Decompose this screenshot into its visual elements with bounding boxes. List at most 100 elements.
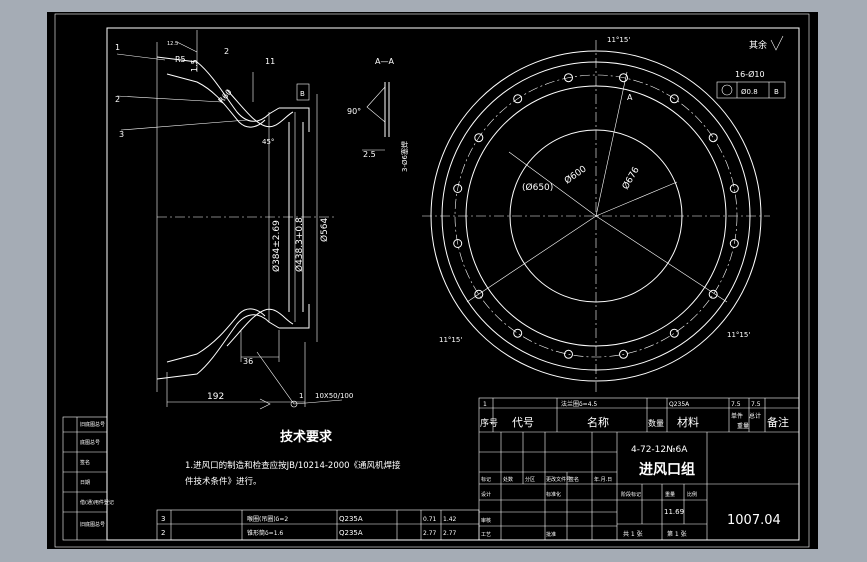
appr-count: 处数 — [503, 476, 513, 483]
callout-1: 1 — [115, 43, 120, 52]
title-block: 1 法兰圈δ=4.5 Q235A 7.5 7.5 序号 代号 名称 数量 材料 … — [478, 397, 800, 541]
appr-sign: 签名 — [569, 476, 579, 483]
bolt-hole-icon — [729, 239, 739, 248]
datum-b-icon — [296, 83, 310, 101]
dim-angle-left: 11°15' — [439, 336, 462, 344]
side-view: 1 2 3 R5 1.5 2 11 R60 45° 36 192 Ø384±2.… — [115, 30, 353, 410]
bolt-hole-icon — [564, 349, 573, 359]
appr-file: 更改文件号 — [546, 476, 571, 483]
hdr-total: 总计 — [749, 412, 761, 420]
hdr-weight: 重量 — [737, 422, 749, 430]
section-dim-90: 90° — [347, 107, 361, 116]
hdr-material: 材料 — [677, 415, 699, 429]
hdr-single: 单件 — [731, 412, 743, 420]
appr-review: 审核 — [481, 517, 491, 524]
part-code: 1007.04 — [727, 513, 781, 528]
bom-table: 3 喉圈(吊圈)δ=2 Q235A 0.71 1.42 2 锥形筒δ=1.6 Q… — [156, 509, 480, 541]
bom-w1-2: 2.77 — [423, 530, 437, 537]
appr-date: 年.月.日 — [594, 476, 612, 483]
appr-std: 标准化 — [546, 491, 561, 498]
bolt-hole-icon — [708, 289, 718, 299]
roughness-icon — [770, 35, 784, 51]
bolt-hole-icon — [619, 73, 628, 83]
position-tolerance-icon — [721, 84, 733, 96]
bom-seq-3: 3 — [161, 515, 165, 523]
drawing-sheet: 旧底图总号 底图总号 签名 日期 借(通)用件登记 旧底图总号 — [47, 12, 818, 549]
dim-650: (Ø650) — [522, 182, 553, 193]
strip-label-1: 旧底图总号 — [80, 421, 105, 428]
roughness-value: 12.5 — [167, 41, 178, 47]
appr-mark: 标记 — [481, 476, 491, 483]
part-name: 进风口组 — [639, 461, 695, 478]
appr-approve: 批准 — [546, 531, 556, 538]
dim-384: Ø384±2.69 — [271, 220, 282, 272]
bom-name-3: 喉圈(吊圈)δ=2 — [247, 515, 288, 523]
appr-design: 设计 — [481, 491, 491, 498]
strip-label-6: 旧底图总号 — [80, 521, 105, 528]
tolerance-datum: B — [774, 88, 779, 96]
roughness-note: 其余 — [749, 39, 767, 51]
outer-border — [54, 13, 810, 548]
bom-name-1: 法兰圈δ=4.5 — [561, 400, 597, 408]
hdr-qty: 数量 — [648, 418, 664, 428]
left-strip: 旧底图总号 底图总号 签名 日期 借(通)用件登记 旧底图总号 — [62, 416, 114, 541]
part-model: 4-72-12№6A — [631, 445, 688, 455]
bom-seq-2: 2 — [161, 529, 165, 537]
technical-requirements: 技术要求 1.进风口的制造和检查应按JB/10214-2000《通风机焊接 件技… — [185, 429, 401, 487]
bolt-hole-icon — [729, 184, 739, 193]
dim-438: Ø438.3+0.8 — [294, 217, 305, 272]
dim-564: Ø564 — [319, 217, 330, 242]
dim-11: 11 — [265, 57, 275, 66]
front-view: (Ø650) Ø600 Ø676 11°15' 11°15' 11°15' A … — [422, 35, 786, 394]
strip-label-4: 日期 — [80, 480, 90, 486]
bolt-hole-icon — [474, 133, 484, 143]
hdr-code: 代号 — [512, 416, 534, 429]
bolt-hole-icon — [474, 289, 484, 299]
weld-ref: 1 — [299, 392, 303, 400]
appr-process: 工艺 — [481, 532, 491, 538]
hdr-seq: 序号 — [480, 417, 498, 429]
bolt-hole-icon — [669, 94, 679, 104]
bom-w1-1: 7.5 — [731, 401, 741, 408]
bolt-hole-icon — [453, 184, 463, 193]
strip-label-2: 底图总号 — [80, 439, 100, 446]
bom-w1-3: 0.71 — [423, 516, 437, 523]
bom-mat-2: Q235A — [339, 529, 363, 537]
callout-2: 2 — [115, 95, 120, 104]
stage-mark-label: 阶段标记 — [621, 491, 641, 498]
section-title: A—A — [375, 57, 394, 66]
bom-w2-1: 7.5 — [751, 401, 761, 408]
dim-676: Ø676 — [620, 165, 642, 192]
strip-label-5: 借(通)用件登记 — [80, 499, 114, 506]
bom-w2-3: 1.42 — [443, 516, 457, 523]
bolt-hole-icon — [513, 328, 523, 338]
weight-value: 11.69 — [664, 508, 684, 516]
appr-zone: 分区 — [525, 476, 535, 483]
dim-1-5: 1.5 — [190, 59, 199, 72]
bolt-hole-icon — [564, 73, 573, 83]
bom-name-2: 锥形筒δ=1.6 — [247, 529, 283, 537]
strip-label-3: 签名 — [80, 459, 90, 466]
tech-req-title: 技术要求 — [280, 429, 333, 445]
dim-angle-top: 11°15' — [607, 36, 630, 44]
dim-192: 192 — [207, 392, 224, 402]
tolerance-value: Ø0.8 — [741, 88, 758, 96]
tech-req-line-1: 1.进风口的制造和检查应按JB/10214-2000《通风机焊接 — [185, 460, 401, 471]
sheet-total: 共 1 张 — [623, 530, 643, 538]
bolt-hole-icon — [619, 349, 628, 359]
bolt-hole-icon — [513, 94, 523, 104]
dim-45deg: 45° — [262, 138, 274, 146]
dim-36: 36 — [243, 357, 253, 366]
section-plug-weld: 3-Ø6塞焊 — [400, 141, 409, 172]
bom-mat-3: Q235A — [339, 515, 363, 523]
sheet-no: 第 1 张 — [667, 530, 687, 538]
hdr-name: 名称 — [587, 415, 609, 429]
drawing-canvas: 旧底图总号 底图总号 签名 日期 借(通)用件登记 旧底图总号 — [54, 13, 810, 548]
section-dim-2-5: 2.5 — [363, 150, 376, 159]
bom-w2-2: 2.77 — [443, 530, 457, 537]
bom-mat-1: Q235A — [669, 401, 690, 408]
datum-b-label: B — [300, 90, 305, 98]
dim-r60: R60 — [217, 87, 234, 105]
scale-label: 比例 — [687, 491, 697, 498]
section-mark-a: A — [627, 93, 633, 102]
